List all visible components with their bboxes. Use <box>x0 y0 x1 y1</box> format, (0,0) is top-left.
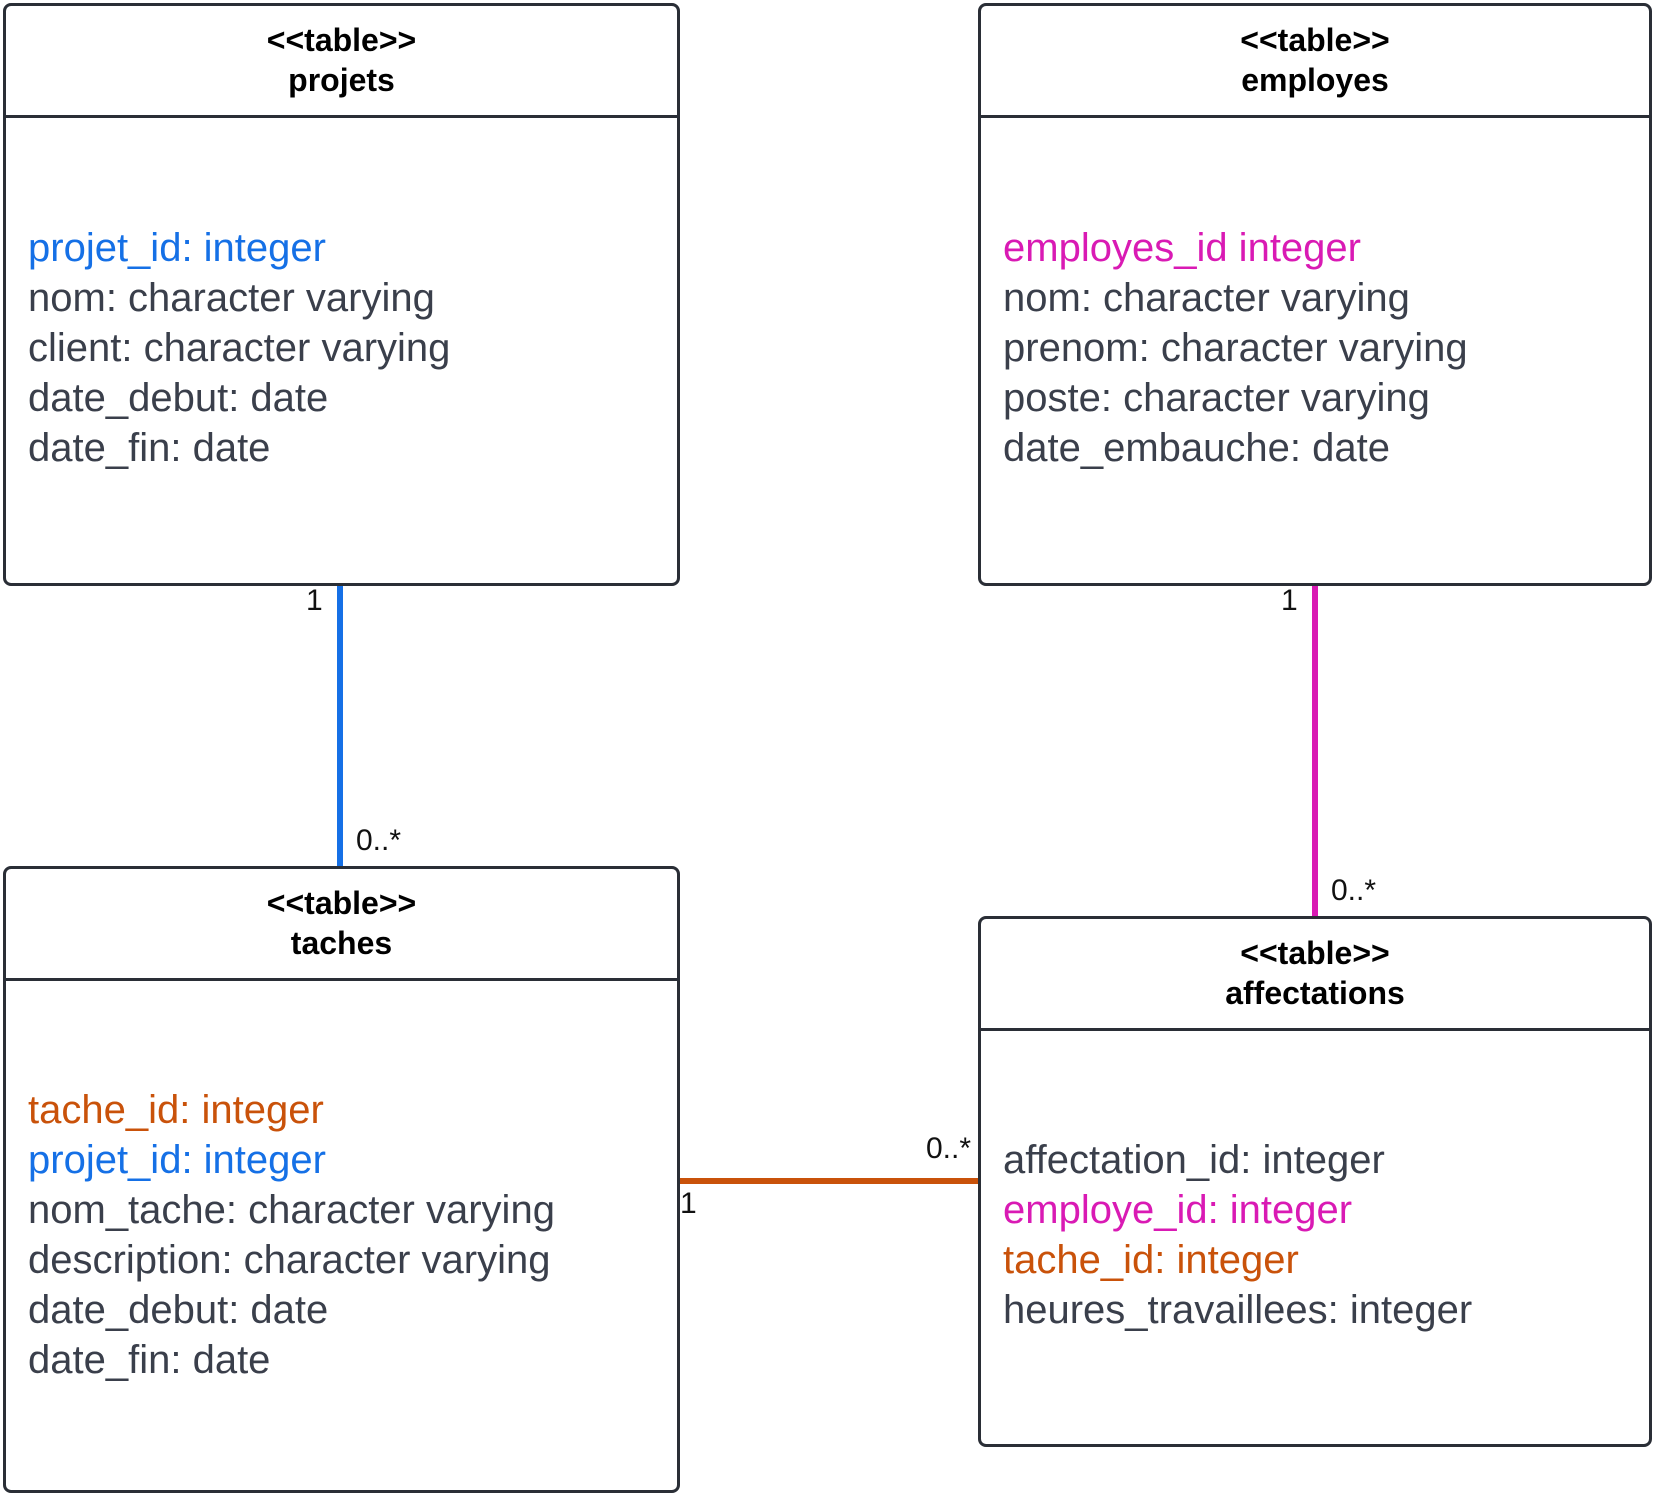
field-date-fin: date_fin: date <box>28 1338 271 1382</box>
table-employes-stereotype: <<table>> <box>1240 22 1390 58</box>
field-tache-id: tache_id: integer <box>1003 1238 1299 1282</box>
table-projets-stereotype: <<table>> <box>266 22 417 58</box>
table-affectations-title: affectations <box>1225 975 1405 1011</box>
table-affectations-fields: affectation_id: integer employe_id: inte… <box>1003 1135 1639 1335</box>
table-taches-title: taches <box>290 925 393 961</box>
field-client: client: character varying <box>28 326 451 370</box>
table-taches-stereotype: <<table>> <box>266 885 417 921</box>
field-date-fin: date_fin: date <box>28 426 271 470</box>
table-projets-fields: projet_id: integer nom: character varyin… <box>28 223 667 473</box>
table-affectations-stereotype: <<table>> <box>1240 935 1390 971</box>
table-taches-header: <<table>> taches <box>6 869 677 981</box>
table-employes-header: <<table>> employes <box>981 6 1649 118</box>
mult-affectations-many-from-taches: 0..* <box>926 1132 972 1165</box>
table-projets-header: <<table>> projets <box>6 6 677 118</box>
mult-taches-many: 0..* <box>356 824 402 857</box>
field-prenom: prenom: character varying <box>1003 326 1468 370</box>
field-tache-id: tache_id: integer <box>28 1088 324 1132</box>
mult-employes-one: 1 <box>1281 584 1298 617</box>
field-nom-tache: nom_tache: character varying <box>28 1188 555 1232</box>
field-employes-id: employes_id integer <box>1003 226 1361 270</box>
field-date-debut: date_debut: date <box>28 376 329 420</box>
field-date-debut: date_debut: date <box>28 1288 329 1332</box>
field-employe-id: employe_id: integer <box>1003 1188 1353 1232</box>
field-nom: nom: character varying <box>28 276 435 320</box>
mult-projets-one: 1 <box>306 584 323 617</box>
table-taches[interactable]: <<table>> taches tache_id: integer proje… <box>3 866 680 1493</box>
table-employes[interactable]: <<table>> employes employes_id integer n… <box>978 3 1652 586</box>
field-poste: poste: character varying <box>1003 376 1430 420</box>
table-affectations-header: <<table>> affectations <box>981 919 1649 1031</box>
field-nom: nom: character varying <box>1003 276 1410 320</box>
mult-affectations-many-from-employes: 0..* <box>1331 874 1377 907</box>
table-projets[interactable]: <<table>> projets projet_id: integer nom… <box>3 3 680 586</box>
field-projet-id: projet_id: integer <box>28 226 326 270</box>
table-employes-title: employes <box>1241 62 1389 98</box>
field-affectation-id: affectation_id: integer <box>1003 1138 1385 1182</box>
mult-taches-one: 1 <box>680 1187 697 1220</box>
field-heures-travaillees: heures_travaillees: integer <box>1003 1288 1473 1332</box>
field-description: description: character varying <box>28 1238 551 1282</box>
table-affectations[interactable]: <<table>> affectations affectation_id: i… <box>978 916 1652 1447</box>
field-date-embauche: date_embauche: date <box>1003 426 1390 470</box>
table-taches-fields: tache_id: integer projet_id: integer nom… <box>28 1085 667 1385</box>
table-projets-title: projets <box>288 62 395 98</box>
field-projet-id: projet_id: integer <box>28 1138 326 1182</box>
table-employes-fields: employes_id integer nom: character varyi… <box>1003 223 1639 473</box>
